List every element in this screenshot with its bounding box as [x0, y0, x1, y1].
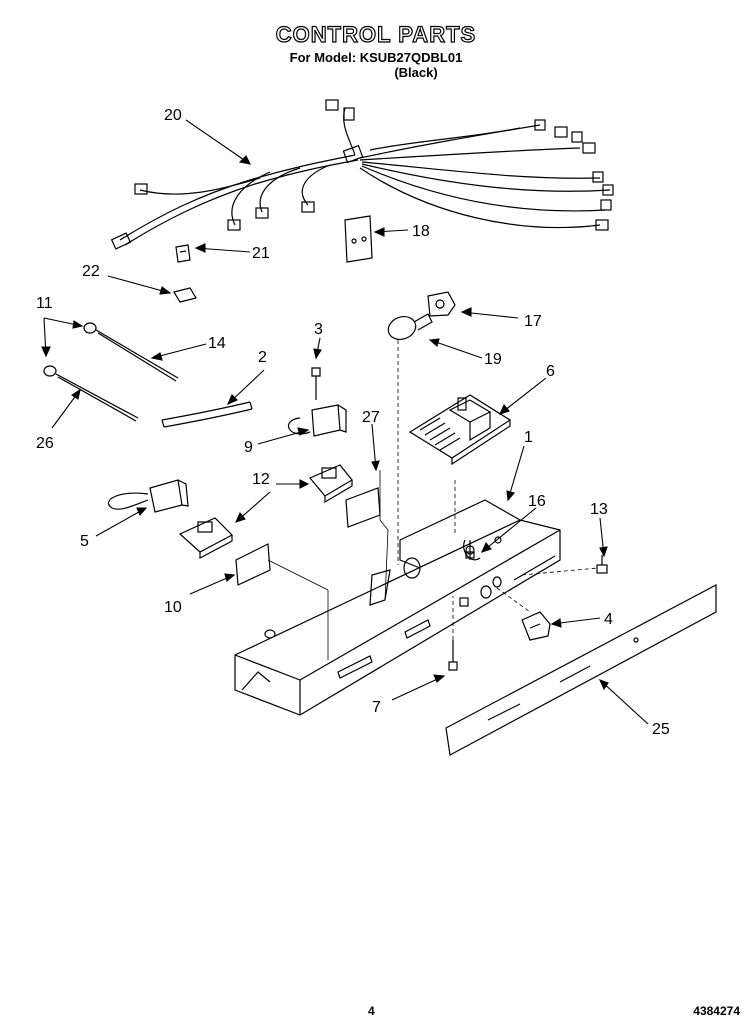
part-6-control-board: [408, 394, 512, 466]
callout-16: 16: [528, 493, 546, 510]
part-12-switch-upper: [309, 464, 353, 504]
callout-7: 7: [372, 699, 381, 716]
part-18-plate: [344, 215, 373, 263]
callout-5: 5: [80, 533, 89, 550]
callout-2: 2: [258, 349, 267, 366]
color-line: (Black): [394, 65, 438, 80]
document-number: 4384274: [693, 1004, 740, 1018]
callout-6: 6: [546, 363, 555, 380]
callout-labels: 20 18 21 22 11 14 2 3 26 9 27 17 19 6 12…: [36, 107, 670, 738]
part-5-switch: [107, 479, 189, 513]
callout-13: 13: [590, 501, 608, 518]
part-22-clip: [173, 287, 197, 303]
part-1-control-housing: [234, 499, 561, 716]
callout-26: 26: [36, 435, 54, 452]
part-21-clip: [175, 244, 191, 263]
part-2-tube: [161, 401, 253, 428]
callout-11: 11: [36, 295, 53, 312]
callout-17: 17: [524, 313, 542, 330]
part-14-rod: [95, 329, 179, 382]
connector-lines: [267, 340, 599, 660]
part-19-bulb: [387, 313, 433, 340]
part-7-screw: [448, 640, 458, 671]
part-4-light-socket: [521, 611, 551, 641]
callout-22: 22: [82, 263, 100, 280]
callout-25: 25: [652, 721, 670, 738]
part-11-nuts: [43, 322, 97, 377]
part-12-switch-lower: [178, 517, 233, 559]
callout-1: 1: [524, 429, 533, 446]
callout-3: 3: [314, 321, 323, 338]
callout-18: 18: [412, 223, 430, 240]
callout-27: 27: [362, 409, 380, 426]
page-number: 4: [368, 1004, 375, 1018]
part-25-trim-strip: [445, 584, 717, 756]
part-17-socket: [427, 291, 456, 317]
page-title: CONTROL PARTS: [275, 21, 477, 47]
callout-10: 10: [164, 599, 182, 616]
wiring-harness: [110, 99, 614, 250]
callout-12: 12: [252, 471, 270, 488]
callout-20: 20: [164, 107, 182, 124]
part-10-label: [235, 543, 271, 586]
part-27-label: [345, 487, 381, 528]
part-26-rod: [55, 373, 139, 422]
callout-14: 14: [208, 335, 226, 352]
part-3-screw: [311, 367, 321, 400]
leader-arrows: [41, 119, 649, 725]
callout-4: 4: [604, 611, 613, 628]
model-line: For Model: KSUB27QDBL01: [289, 50, 463, 65]
part-13-screw: [596, 555, 608, 574]
part-16-screw: [465, 540, 475, 560]
callout-9: 9: [244, 439, 253, 456]
part-9-switch: [288, 404, 347, 437]
callout-19: 19: [484, 351, 502, 368]
callout-21: 21: [252, 245, 270, 262]
model-subtitle: For Model: KSUB27QDBL01 (Black): [0, 50, 752, 80]
